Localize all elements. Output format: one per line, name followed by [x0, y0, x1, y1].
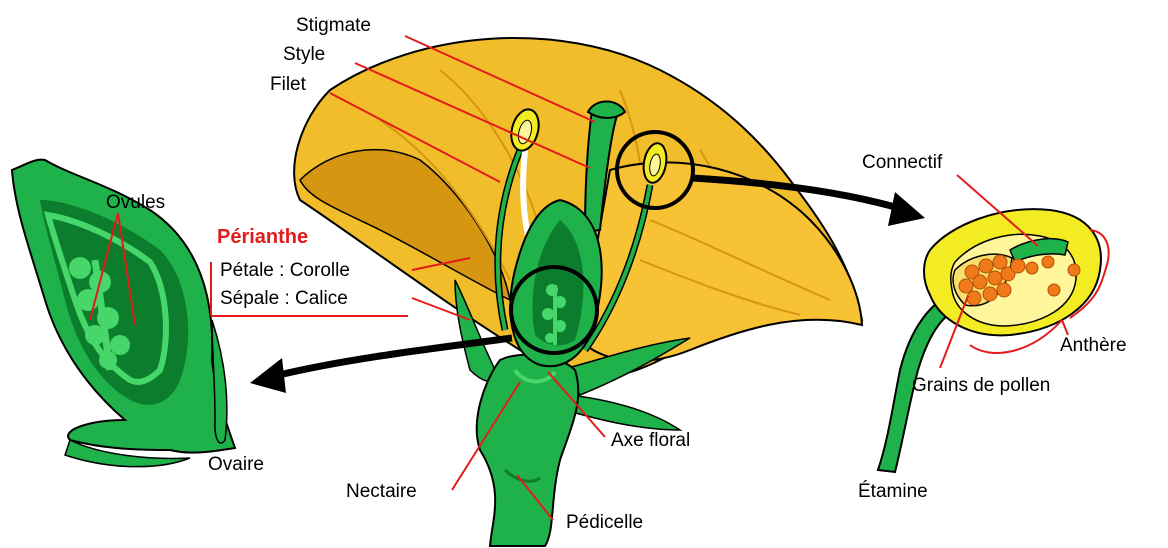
label-anthere: Anthère [1060, 335, 1127, 356]
label-perianthe: Périanthe [217, 226, 308, 248]
label-ovaire: Ovaire [208, 454, 264, 475]
label-style: Style [283, 44, 325, 65]
label-petale: Pétale : Corolle [220, 260, 350, 281]
label-filet: Filet [270, 74, 307, 95]
label-connectif: Connectif [862, 152, 943, 173]
label-sepale: Sépale : Calice [220, 288, 348, 309]
pedicel [477, 355, 579, 546]
label-grains-pollen: Grains de pollen [912, 375, 1050, 396]
label-nectaire: Nectaire [346, 481, 417, 502]
label-axe-floral: Axe floral [611, 430, 690, 451]
label-stigmate: Stigmate [296, 15, 371, 36]
label-pedicelle: Pédicelle [566, 512, 643, 533]
label-ovules: Ovules [106, 192, 165, 213]
label-etamine: Étamine [858, 481, 928, 502]
